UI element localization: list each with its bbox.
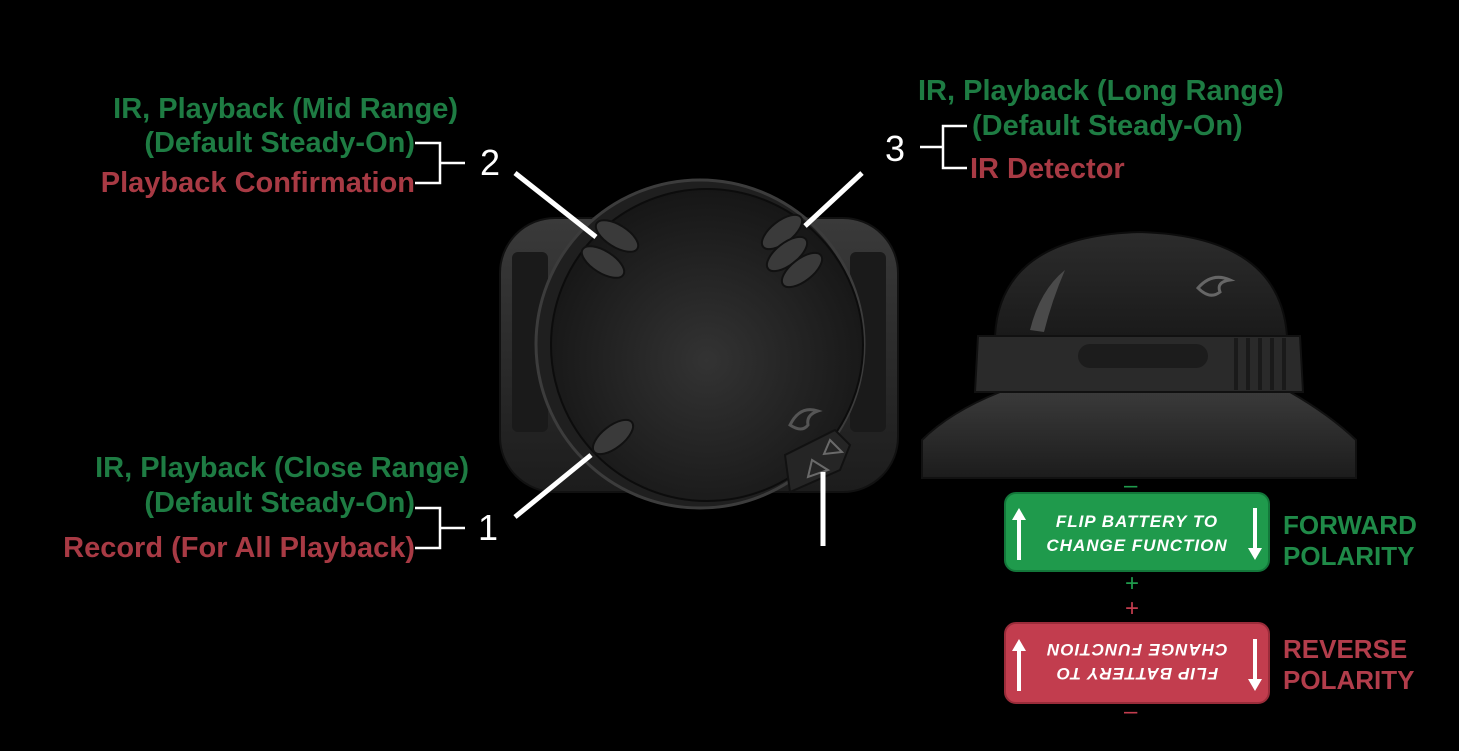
reverse-text-group: FLIP BATTERY TO CHANGE FUNCTION <box>1006 624 1268 702</box>
logo-icon <box>788 408 823 431</box>
mount-slot-left <box>512 252 548 432</box>
reverse-label-line1: REVERSE <box>1283 634 1408 664</box>
callout-3-number: 3 <box>885 128 906 169</box>
reverse-label-line2: POLARITY <box>1283 665 1415 695</box>
callout-1-primary-line1: IR, Playback (Close Range) <box>95 452 469 484</box>
reverse-sign-bottom: – <box>1124 698 1138 725</box>
led-3-c <box>780 251 824 289</box>
callout-1-number: 1 <box>478 507 499 548</box>
callout-2-number: 2 <box>480 142 501 183</box>
side-grip <box>1234 338 1286 390</box>
arrow-icon <box>806 458 831 479</box>
forward-text-line2: CHANGE FUNCTION <box>1046 536 1228 555</box>
callout-2-primary-line1: IR, Playback (Mid Range) <box>113 93 458 125</box>
side-dome <box>993 230 1289 337</box>
reverse-text-line2: CHANGE FUNCTION <box>1046 640 1228 659</box>
led-1 <box>591 418 635 456</box>
side-led <box>1030 270 1065 332</box>
device-side-view <box>921 230 1357 479</box>
forward-sign-bottom: + <box>1125 570 1140 597</box>
callout-3-primary-line1: IR, Playback (Long Range) <box>918 75 1284 107</box>
forward-polarity-badge: FLIP BATTERY TO CHANGE FUNCTION <box>1004 492 1270 572</box>
callout-2-secondary: Playback Confirmation <box>100 167 415 199</box>
forward-label-line1: FORWARD <box>1283 510 1417 540</box>
led-2-b <box>580 245 626 279</box>
arrow-down-icon <box>1248 508 1262 560</box>
callout-3-primary-line2: (Default Steady-On) <box>972 110 1243 142</box>
callout-1-primary-line2: (Default Steady-On) <box>144 487 415 519</box>
battery-tab <box>783 428 852 494</box>
led-2-a <box>594 219 640 253</box>
reverse-sign-top: + <box>1125 595 1140 622</box>
forward-text-line1: FLIP BATTERY TO <box>1055 512 1219 531</box>
arrow-down-icon <box>1248 639 1262 691</box>
callout-3-secondary: IR Detector <box>970 153 1125 185</box>
arrow-up-icon <box>1012 508 1026 560</box>
forward-sign-top: – <box>1124 472 1138 499</box>
forward-label-line2: POLARITY <box>1283 541 1415 571</box>
arrow-icon <box>822 438 845 456</box>
reverse-text-line1: FLIP BATTERY TO <box>1055 664 1219 683</box>
brackets <box>415 124 967 550</box>
callout-2-primary-line2: (Default Steady-On) <box>144 127 415 159</box>
device-top-view <box>499 178 899 510</box>
side-collar-slot <box>1078 344 1208 368</box>
arrow-up-icon <box>1012 639 1026 691</box>
side-base <box>921 391 1357 479</box>
logo-icon <box>1195 275 1236 297</box>
callout-1-secondary: Record (For All Playback) <box>63 532 415 564</box>
leader-lines <box>513 171 864 546</box>
reverse-polarity-badge: FLIP BATTERY TO CHANGE FUNCTION <box>1004 622 1270 704</box>
